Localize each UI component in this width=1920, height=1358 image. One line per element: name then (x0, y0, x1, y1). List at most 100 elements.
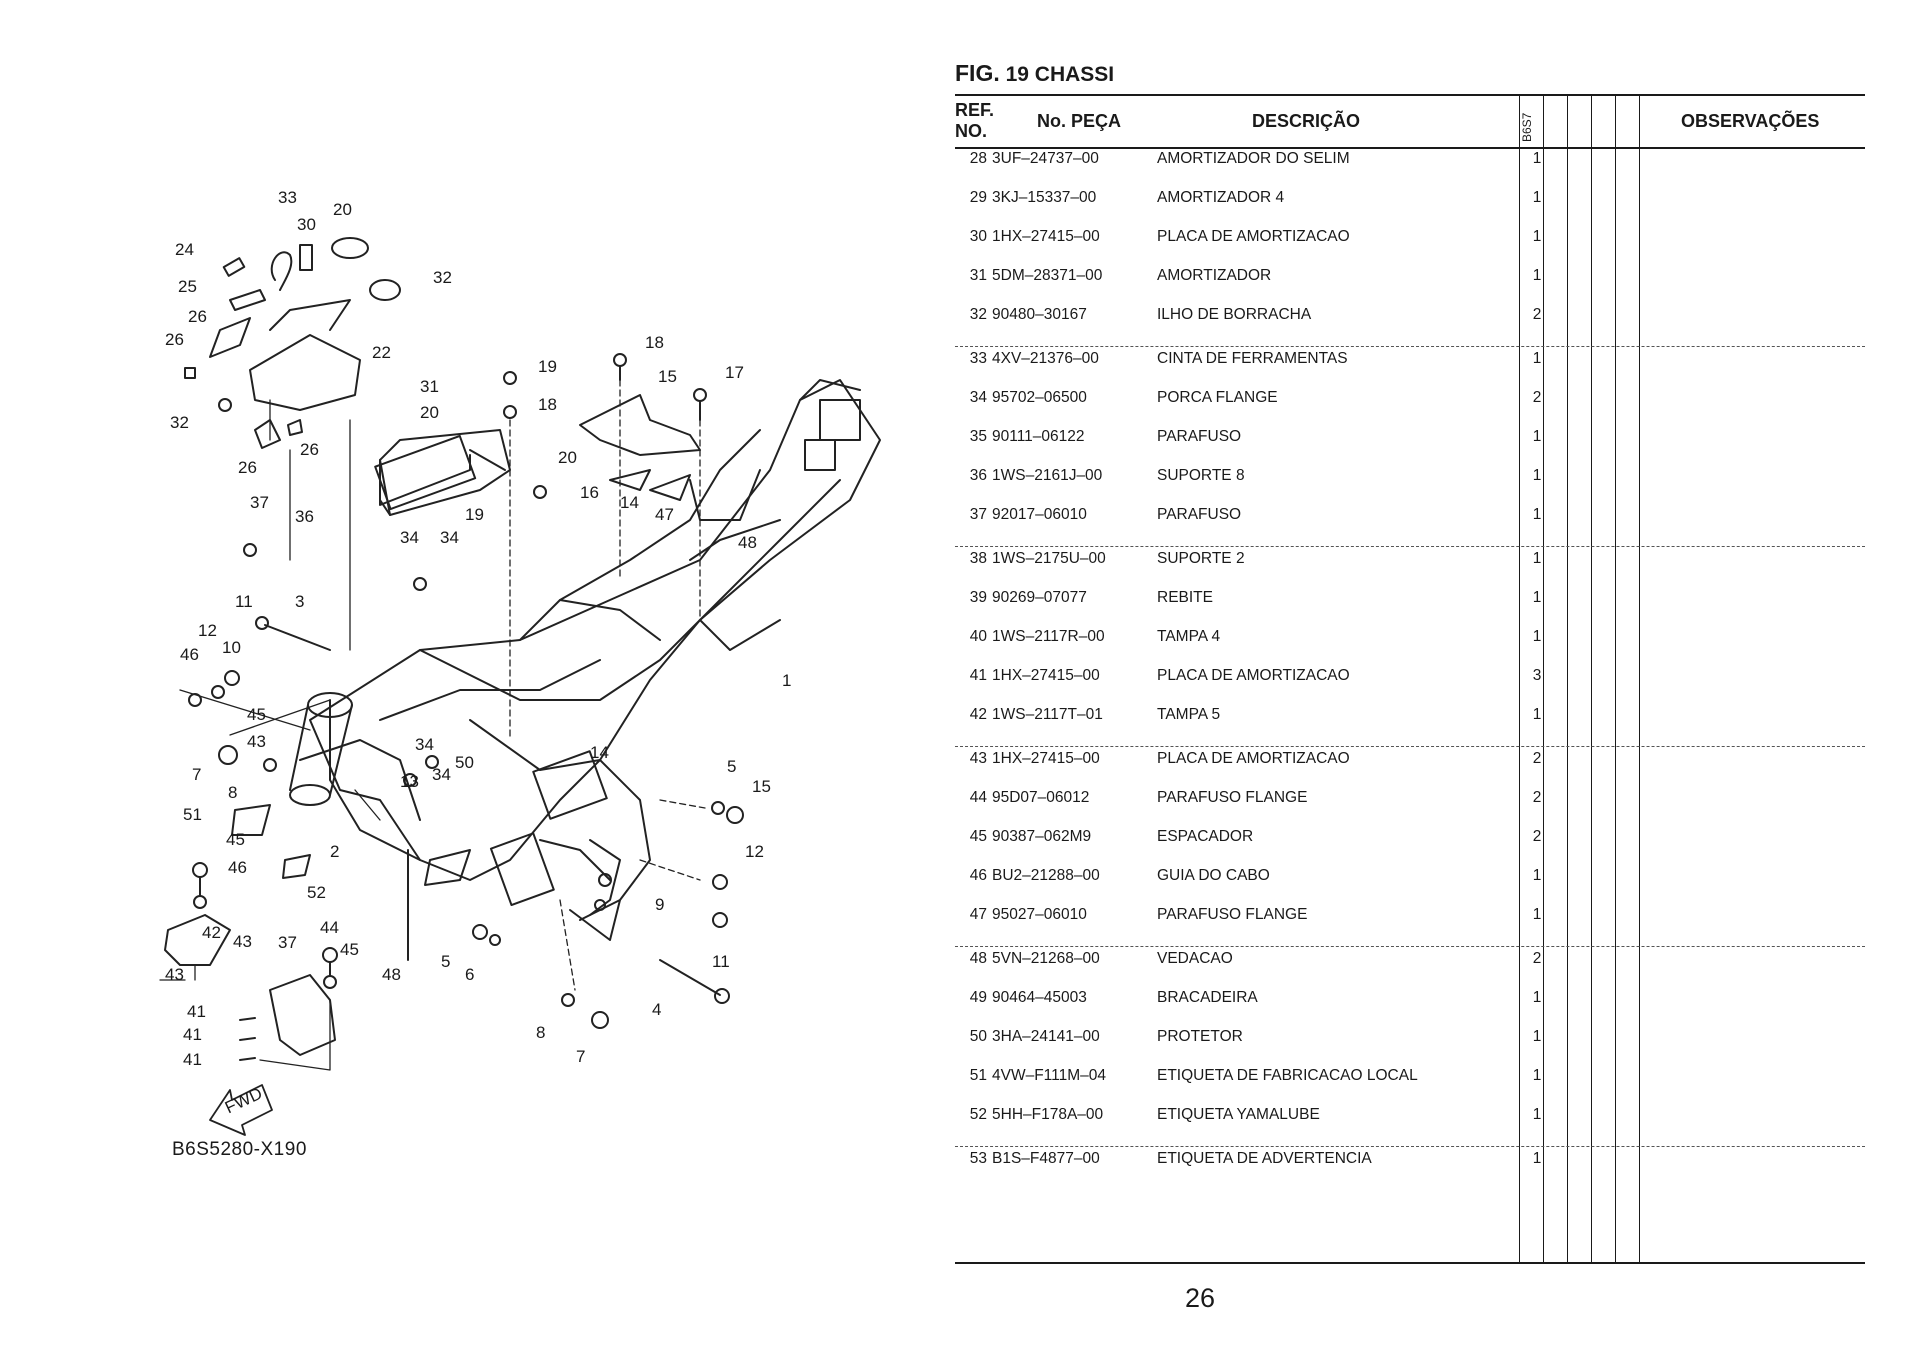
ref-no: 39 (969, 589, 987, 606)
ref-no: 38 (969, 550, 987, 567)
description: AMORTIZADOR DO SELIM (1157, 150, 1350, 167)
callout: 15 (658, 367, 677, 386)
fig-label: FIG. (955, 60, 1000, 86)
ref-no: 45 (969, 828, 987, 845)
part-no: 92017–06010 (992, 506, 1087, 523)
col-divider (1543, 94, 1544, 1264)
callout: 41 (183, 1025, 202, 1044)
ref-no: 30 (969, 228, 987, 245)
qty: 1 (1532, 706, 1542, 723)
qty: 1 (1532, 1028, 1542, 1045)
qty: 1 (1532, 428, 1542, 445)
callout: 34 (400, 528, 419, 547)
callout: 20 (420, 403, 439, 422)
ref-no: 34 (969, 389, 987, 406)
description: PLACA DE AMORTIZACAO (1157, 228, 1350, 245)
qty: 2 (1532, 306, 1542, 323)
fasteners (188, 371, 744, 1029)
callout: 16 (580, 483, 599, 502)
description: CINTA DE FERRAMENTAS (1157, 350, 1348, 367)
callout: 42 (202, 923, 221, 942)
part-no: 1WS–2117T–01 (992, 706, 1103, 723)
qty: 3 (1532, 667, 1542, 684)
figure-title: FIG. 19 CHASSI (955, 60, 1114, 87)
part-no: 1WS–2117R–00 (992, 628, 1105, 645)
description: PARAFUSO FLANGE (1157, 789, 1308, 806)
leader-lines (159, 379, 706, 1071)
part-no: 3HA–24141–00 (992, 1028, 1100, 1045)
upper-brackets (579, 353, 707, 501)
callout-labels: 33 20 30 24 32 25 26 26 22 18 19 17 15 3… (165, 188, 791, 1160)
part-no: 3UF–24737–00 (992, 150, 1099, 167)
callout: 32 (433, 268, 452, 287)
qty: 1 (1532, 467, 1542, 484)
ref-no: 46 (969, 867, 987, 884)
callout: 33 (278, 188, 297, 207)
ref-no: 35 (969, 428, 987, 445)
callout: 45 (247, 705, 266, 724)
seat-bracket (184, 237, 401, 449)
description: ETIQUETA DE FABRICACAO LOCAL (1157, 1067, 1418, 1084)
description: VEDACAO (1157, 950, 1233, 967)
group-separator (955, 946, 1865, 947)
exploded-diagram: 33 20 30 24 32 25 26 26 22 18 19 17 15 3… (159, 188, 881, 1160)
part-no: 1HX–27415–00 (992, 667, 1100, 684)
callout: 31 (420, 377, 439, 396)
fig-number: 19 (1005, 63, 1029, 86)
callout: 11 (712, 952, 730, 971)
description: ILHO DE BORRACHA (1157, 306, 1312, 323)
part-no: 1WS–2161J–00 (992, 467, 1103, 484)
header-part-no: No. PEÇA (1037, 111, 1122, 131)
callout: 17 (725, 363, 744, 382)
frame-main (289, 379, 881, 941)
callout: 48 (382, 965, 401, 984)
callout: 46 (180, 645, 199, 664)
callout: 13 (400, 772, 419, 791)
qty: 1 (1532, 1067, 1542, 1084)
part-no: B1S–F4877–00 (992, 1150, 1100, 1167)
qty: 1 (1532, 350, 1542, 367)
ref-no: 48 (969, 950, 987, 967)
ref-no: 44 (969, 789, 987, 806)
qty: 2 (1532, 750, 1542, 767)
description: PLACA DE AMORTIZACAO (1157, 667, 1350, 684)
description: GUIA DO CABO (1157, 867, 1270, 884)
header-remarks: OBSERVAÇÕES (1681, 111, 1820, 131)
callout: 34 (440, 528, 459, 547)
col-divider (1615, 94, 1616, 1264)
callout: 45 (340, 940, 359, 959)
ref-no: 37 (969, 506, 987, 523)
description: AMORTIZADOR 4 (1157, 189, 1285, 206)
callout: 19 (465, 505, 484, 524)
part-no: 5VN–21268–00 (992, 950, 1100, 967)
callout: 43 (165, 965, 184, 984)
callout: 12 (198, 621, 217, 640)
callout: 50 (455, 753, 474, 772)
callout: 37 (278, 933, 297, 952)
qty: 1 (1532, 867, 1542, 884)
description: AMORTIZADOR (1157, 267, 1272, 284)
part-no: 1WS–2175U–00 (992, 550, 1106, 567)
callout: 5 (441, 952, 450, 971)
description: PARAFUSO FLANGE (1157, 906, 1308, 923)
part-no: 1HX–27415–00 (992, 228, 1100, 245)
part-no: 90269–07077 (992, 589, 1087, 606)
callout: 34 (415, 735, 434, 754)
callout: 44 (320, 918, 339, 937)
callout: 9 (655, 895, 664, 914)
ref-no: 29 (969, 189, 987, 206)
ref-no: 51 (969, 1067, 987, 1084)
qty: 1 (1532, 267, 1542, 284)
ref-no: 36 (969, 467, 987, 484)
callout: 37 (250, 493, 269, 512)
description: ETIQUETA DE ADVERTENCIA (1157, 1150, 1372, 1167)
